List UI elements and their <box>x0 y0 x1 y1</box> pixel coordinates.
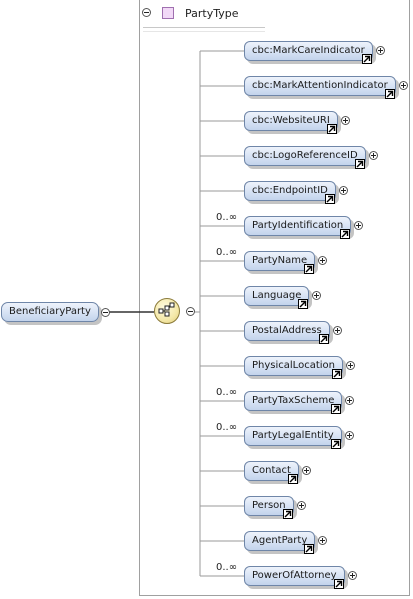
reference-arrow-icon <box>362 54 372 64</box>
expand-icon[interactable] <box>339 186 348 195</box>
root-element-node[interactable]: BeneficiaryParty <box>1 302 99 322</box>
expand-icon[interactable] <box>348 571 357 580</box>
expand-icon[interactable] <box>399 81 408 90</box>
expand-icon[interactable] <box>376 46 385 55</box>
expand-icon[interactable] <box>341 116 350 125</box>
element-label: Contact <box>252 465 291 476</box>
element-node[interactable]: PowerOfAttorney <box>244 566 345 586</box>
complex-type-icon <box>162 7 174 19</box>
occurrence-label: 0..∞ <box>216 562 238 573</box>
expand-icon[interactable] <box>346 361 355 370</box>
reference-arrow-icon <box>340 229 350 239</box>
type-label: PartyType <box>185 7 239 20</box>
element-label: PowerOfAttorney <box>252 570 337 581</box>
element-node[interactable]: cbc:LogoReferenceID <box>244 146 366 166</box>
element-label: PostalAddress <box>252 325 322 336</box>
expand-icon[interactable] <box>354 221 363 230</box>
expand-icon[interactable] <box>312 291 321 300</box>
reference-arrow-icon <box>325 194 335 204</box>
element-label: cbc:LogoReferenceID <box>252 150 358 161</box>
element-label: PartyName <box>252 255 308 266</box>
element-node[interactable]: cbc:MarkAttentionIndicator <box>244 76 396 96</box>
element-label: PartyTaxScheme <box>252 395 335 406</box>
reference-arrow-icon <box>332 369 342 379</box>
root-element-label: BeneficiaryParty <box>9 306 91 317</box>
element-label: cbc:MarkCareIndicator <box>252 45 365 56</box>
reference-arrow-icon <box>385 89 395 99</box>
expand-icon[interactable] <box>302 466 311 475</box>
reference-arrow-icon <box>327 124 337 134</box>
element-label: Person <box>252 500 286 511</box>
occurrence-label: 0..∞ <box>216 422 238 433</box>
expand-icon[interactable] <box>333 326 342 335</box>
element-node[interactable]: PartyLegalEntity <box>244 426 342 446</box>
type-header-divider <box>143 27 265 32</box>
reference-arrow-icon <box>283 509 293 519</box>
element-node[interactable]: AgentParty <box>244 531 316 551</box>
element-node[interactable]: cbc:MarkCareIndicator <box>244 41 373 61</box>
reference-arrow-icon <box>334 579 344 589</box>
reference-arrow-icon <box>298 299 308 309</box>
element-label: cbc:EndpointID <box>252 185 328 196</box>
root-collapse-icon[interactable] <box>101 308 110 317</box>
element-label: AgentParty <box>252 535 308 546</box>
element-label: cbc:WebsiteURI <box>252 115 330 126</box>
occurrence-label: 0..∞ <box>216 247 238 258</box>
expand-icon[interactable] <box>345 431 354 440</box>
reference-arrow-icon <box>319 334 329 344</box>
sequence-compositor-icon[interactable] <box>154 298 180 324</box>
expand-icon[interactable] <box>318 256 327 265</box>
element-node[interactable]: cbc:EndpointID <box>244 181 336 201</box>
element-node[interactable]: PartyIdentification <box>244 216 352 236</box>
element-label: PartyLegalEntity <box>252 430 334 441</box>
reference-arrow-icon <box>304 544 314 554</box>
element-node[interactable]: Language <box>244 286 310 306</box>
expand-icon[interactable] <box>297 501 306 510</box>
occurrence-label: 0..∞ <box>216 212 238 223</box>
element-node[interactable]: Contact <box>244 461 299 481</box>
element-node[interactable]: Person <box>244 496 294 516</box>
expand-icon[interactable] <box>369 151 378 160</box>
expand-icon[interactable] <box>345 396 354 405</box>
element-node[interactable]: PhysicalLocation <box>244 356 343 376</box>
element-node[interactable]: PartyName <box>244 251 316 271</box>
element-label: PartyIdentification <box>252 220 344 231</box>
reference-arrow-icon <box>355 159 365 169</box>
reference-arrow-icon <box>331 439 341 449</box>
element-label: cbc:MarkAttentionIndicator <box>252 80 388 91</box>
sequence-collapse-icon[interactable] <box>186 307 195 316</box>
reference-arrow-icon <box>288 474 298 484</box>
element-node[interactable]: cbc:WebsiteURI <box>244 111 338 131</box>
element-label: PhysicalLocation <box>252 360 335 371</box>
element-node[interactable]: PartyTaxScheme <box>244 391 343 411</box>
type-collapse-icon[interactable] <box>142 8 151 17</box>
reference-arrow-icon <box>304 264 314 274</box>
occurrence-label: 0..∞ <box>216 387 238 398</box>
expand-icon[interactable] <box>318 536 327 545</box>
element-label: Language <box>252 290 302 301</box>
element-node[interactable]: PostalAddress <box>244 321 330 341</box>
reference-arrow-icon <box>331 404 341 414</box>
